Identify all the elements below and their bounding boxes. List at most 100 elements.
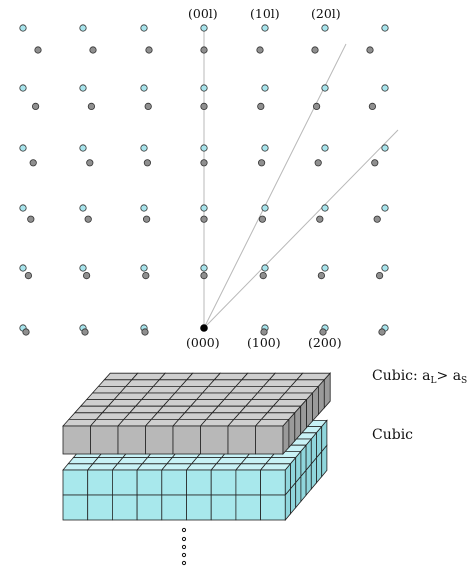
continuation-dot (181, 536, 187, 542)
layer-point (141, 328, 149, 336)
layer-point (368, 102, 376, 111)
layer-point (316, 215, 324, 223)
layer-point (373, 215, 381, 223)
layer-point (258, 215, 266, 223)
substrate-point (19, 264, 27, 272)
substrate-point (261, 84, 269, 92)
cube-side-face (300, 398, 308, 436)
cube-front-face (112, 494, 138, 521)
layer-point (144, 102, 152, 111)
cube-front-face (161, 494, 187, 521)
cube-front-face (62, 469, 89, 496)
substrate-point (140, 84, 148, 92)
cube-front-face (200, 425, 229, 455)
label-200: (200) (308, 335, 342, 350)
layer-point (366, 46, 374, 54)
layer-point (200, 46, 208, 54)
crystal-slabs (62, 372, 332, 522)
cube-front-face (62, 494, 89, 521)
cube-front-face (136, 469, 163, 496)
continuation-dot (181, 527, 187, 533)
layer-point (257, 159, 266, 167)
label-000: (000) (186, 335, 220, 350)
continuation-dot (181, 544, 187, 550)
substrate-point (200, 264, 208, 272)
cube-side-face (294, 405, 302, 442)
cube-front-face (161, 469, 187, 496)
layer-point (24, 271, 32, 280)
cube-side-face (312, 385, 319, 423)
continuation-dots (181, 527, 187, 566)
cube-side-face (321, 444, 328, 478)
continuation-dot (181, 552, 187, 558)
cube-front-face (117, 425, 146, 455)
layer-point (29, 159, 37, 167)
cube-side-face (288, 411, 296, 449)
reciprocal-lattice-points (19, 24, 389, 336)
substrate-point (381, 144, 389, 152)
substrate-point (19, 204, 27, 212)
cube-front-face (260, 469, 286, 496)
cube-front-face (62, 425, 91, 455)
cube-side-face (282, 418, 290, 456)
layer-point (319, 328, 327, 336)
layer-point (200, 271, 208, 280)
substrate-point (381, 24, 389, 32)
layer-point (84, 215, 92, 223)
substrate-point (321, 264, 329, 272)
substrate-point (261, 204, 269, 212)
label-10l: (10l) (250, 6, 280, 21)
substrate-point (200, 84, 208, 92)
cube-side-face (316, 450, 323, 484)
cube-side-face (310, 456, 317, 491)
layer-point (256, 46, 264, 54)
layer-point (145, 46, 153, 54)
layer-point (378, 328, 386, 336)
layer-point (200, 159, 208, 167)
substrate-point (381, 84, 389, 92)
cube-front-face (87, 469, 113, 496)
layer-point (143, 215, 151, 223)
cube-front-face (145, 425, 174, 455)
substrate-point (321, 84, 329, 92)
cube-side-face (295, 475, 302, 509)
substrate-point (19, 84, 27, 92)
substrate-point (321, 204, 329, 212)
cube-front-face (235, 469, 261, 496)
label-100: (100) (247, 335, 281, 350)
label-20l: (20l) (311, 6, 341, 21)
substrate-point (381, 204, 389, 212)
substrate-point (381, 264, 389, 272)
layer-point (142, 271, 150, 280)
layer-point (317, 271, 325, 280)
cube-front-face (210, 494, 237, 521)
layer-point (311, 46, 319, 54)
cube-front-face (235, 494, 261, 521)
layer-point (200, 215, 208, 223)
substrate-point (140, 24, 148, 32)
substrate-point (261, 144, 269, 152)
substrate-point (140, 144, 148, 152)
cube-front-face (210, 469, 237, 496)
cube-front-face (87, 494, 113, 521)
substrate-point (321, 24, 329, 32)
cube-front-face (255, 425, 284, 455)
layer-point (89, 46, 97, 54)
layer-point (260, 328, 268, 336)
substrate-point (200, 24, 208, 32)
cube-front-face (227, 425, 256, 455)
substrate-point (79, 204, 87, 212)
cube-side-face (284, 487, 291, 522)
substrate-point (140, 204, 148, 212)
layer-point (312, 102, 321, 111)
origin-point (200, 324, 208, 332)
substrate-point (79, 24, 87, 32)
cube-side-face (290, 481, 297, 515)
cube-front-face (136, 494, 163, 521)
layer-point (200, 102, 208, 111)
layer-slab (62, 372, 332, 456)
substrate-lattice-label: Cubic (372, 427, 414, 443)
cube-side-face (317, 378, 325, 416)
layer-point (86, 159, 94, 167)
